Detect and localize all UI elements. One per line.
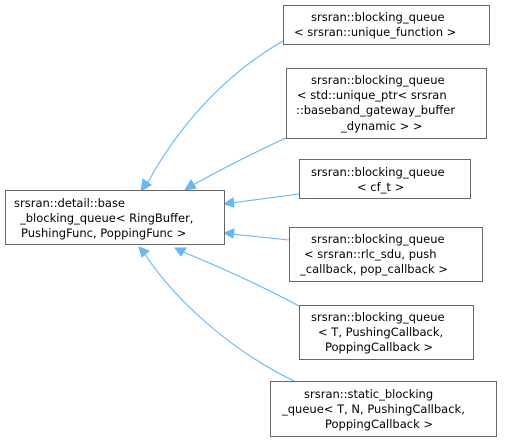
base-blocking-queue-node[interactable]: srsran::detail::base _blocking_queue< Ri…: [5, 190, 225, 245]
node-static-blocking-line-2: _queue< T, N, PushingCallback,: [281, 402, 465, 416]
blocking-queue-unique-function-node[interactable]: srsran::blocking_queue < srsran::unique_…: [283, 5, 490, 45]
node-cf-t-line-1: srsran::blocking_queue: [311, 165, 445, 179]
node-static-blocking-line-3: PoppingCallback >: [325, 417, 433, 431]
edge-pushing-callback-to-base: [174, 247, 300, 307]
node-rlc-sdu-line-3: _callback, pop_callback >: [299, 262, 448, 276]
node-static-blocking-line-1: srsran::static_blocking: [304, 387, 433, 401]
node-pushing-callback-line-3: PoppingCallback >: [325, 340, 433, 354]
blocking-queue-rlc-sdu-node[interactable]: srsran::blocking_queue < srsran::rlc_sdu…: [289, 227, 483, 282]
node-unique-function-line-2: < srsran::unique_function >: [294, 25, 456, 39]
static-blocking-queue-node[interactable]: srsran::static_blocking _queue< T, N, Pu…: [270, 381, 497, 437]
node-rlc-sdu-line-2: < srsran::rlc_sdu, push: [304, 247, 437, 261]
blocking-queue-cf-t-node[interactable]: srsran::blocking_queue < cf_t >: [299, 159, 471, 199]
base-node-line-3: PushingFunc, PoppingFunc >: [21, 226, 186, 240]
edge-static-blocking-to-base: [138, 246, 295, 382]
blocking-queue-unique-ptr-node[interactable]: srsran::blocking_queue < std::unique_ptr…: [286, 68, 487, 139]
edge-rlc-sdu-to-base: [222, 228, 290, 241]
node-cf-t-line-2: < cf_t >: [357, 180, 404, 194]
node-unique-ptr-line-1: srsran::blocking_queue: [311, 73, 445, 87]
node-rlc-sdu-line-1: srsran::blocking_queue: [311, 232, 445, 246]
node-unique-ptr-line-3: ::baseband_gateway_buffer: [296, 103, 455, 117]
base-node-line-2: _blocking_queue< RingBuffer,: [19, 211, 193, 225]
node-unique-ptr-line-4: _dynamic > >: [340, 119, 423, 133]
base-node-line-1: srsran::detail::base: [14, 196, 125, 210]
node-unique-ptr-line-2: < std::unique_ptr< srsran: [297, 88, 447, 102]
node-unique-function-line-1: srsran::blocking_queue: [311, 10, 445, 24]
edge-unique-function-to-base: [140, 40, 284, 192]
node-pushing-callback-line-2: < T, PushingCallback,: [318, 325, 443, 339]
blocking-queue-pushing-callback-node[interactable]: srsran::blocking_queue < T, PushingCallb…: [299, 305, 474, 360]
edge-cf-t-to-base: [222, 193, 300, 208]
node-pushing-callback-line-1: srsran::blocking_queue: [311, 310, 445, 324]
edge-unique-ptr-to-base: [184, 137, 287, 191]
